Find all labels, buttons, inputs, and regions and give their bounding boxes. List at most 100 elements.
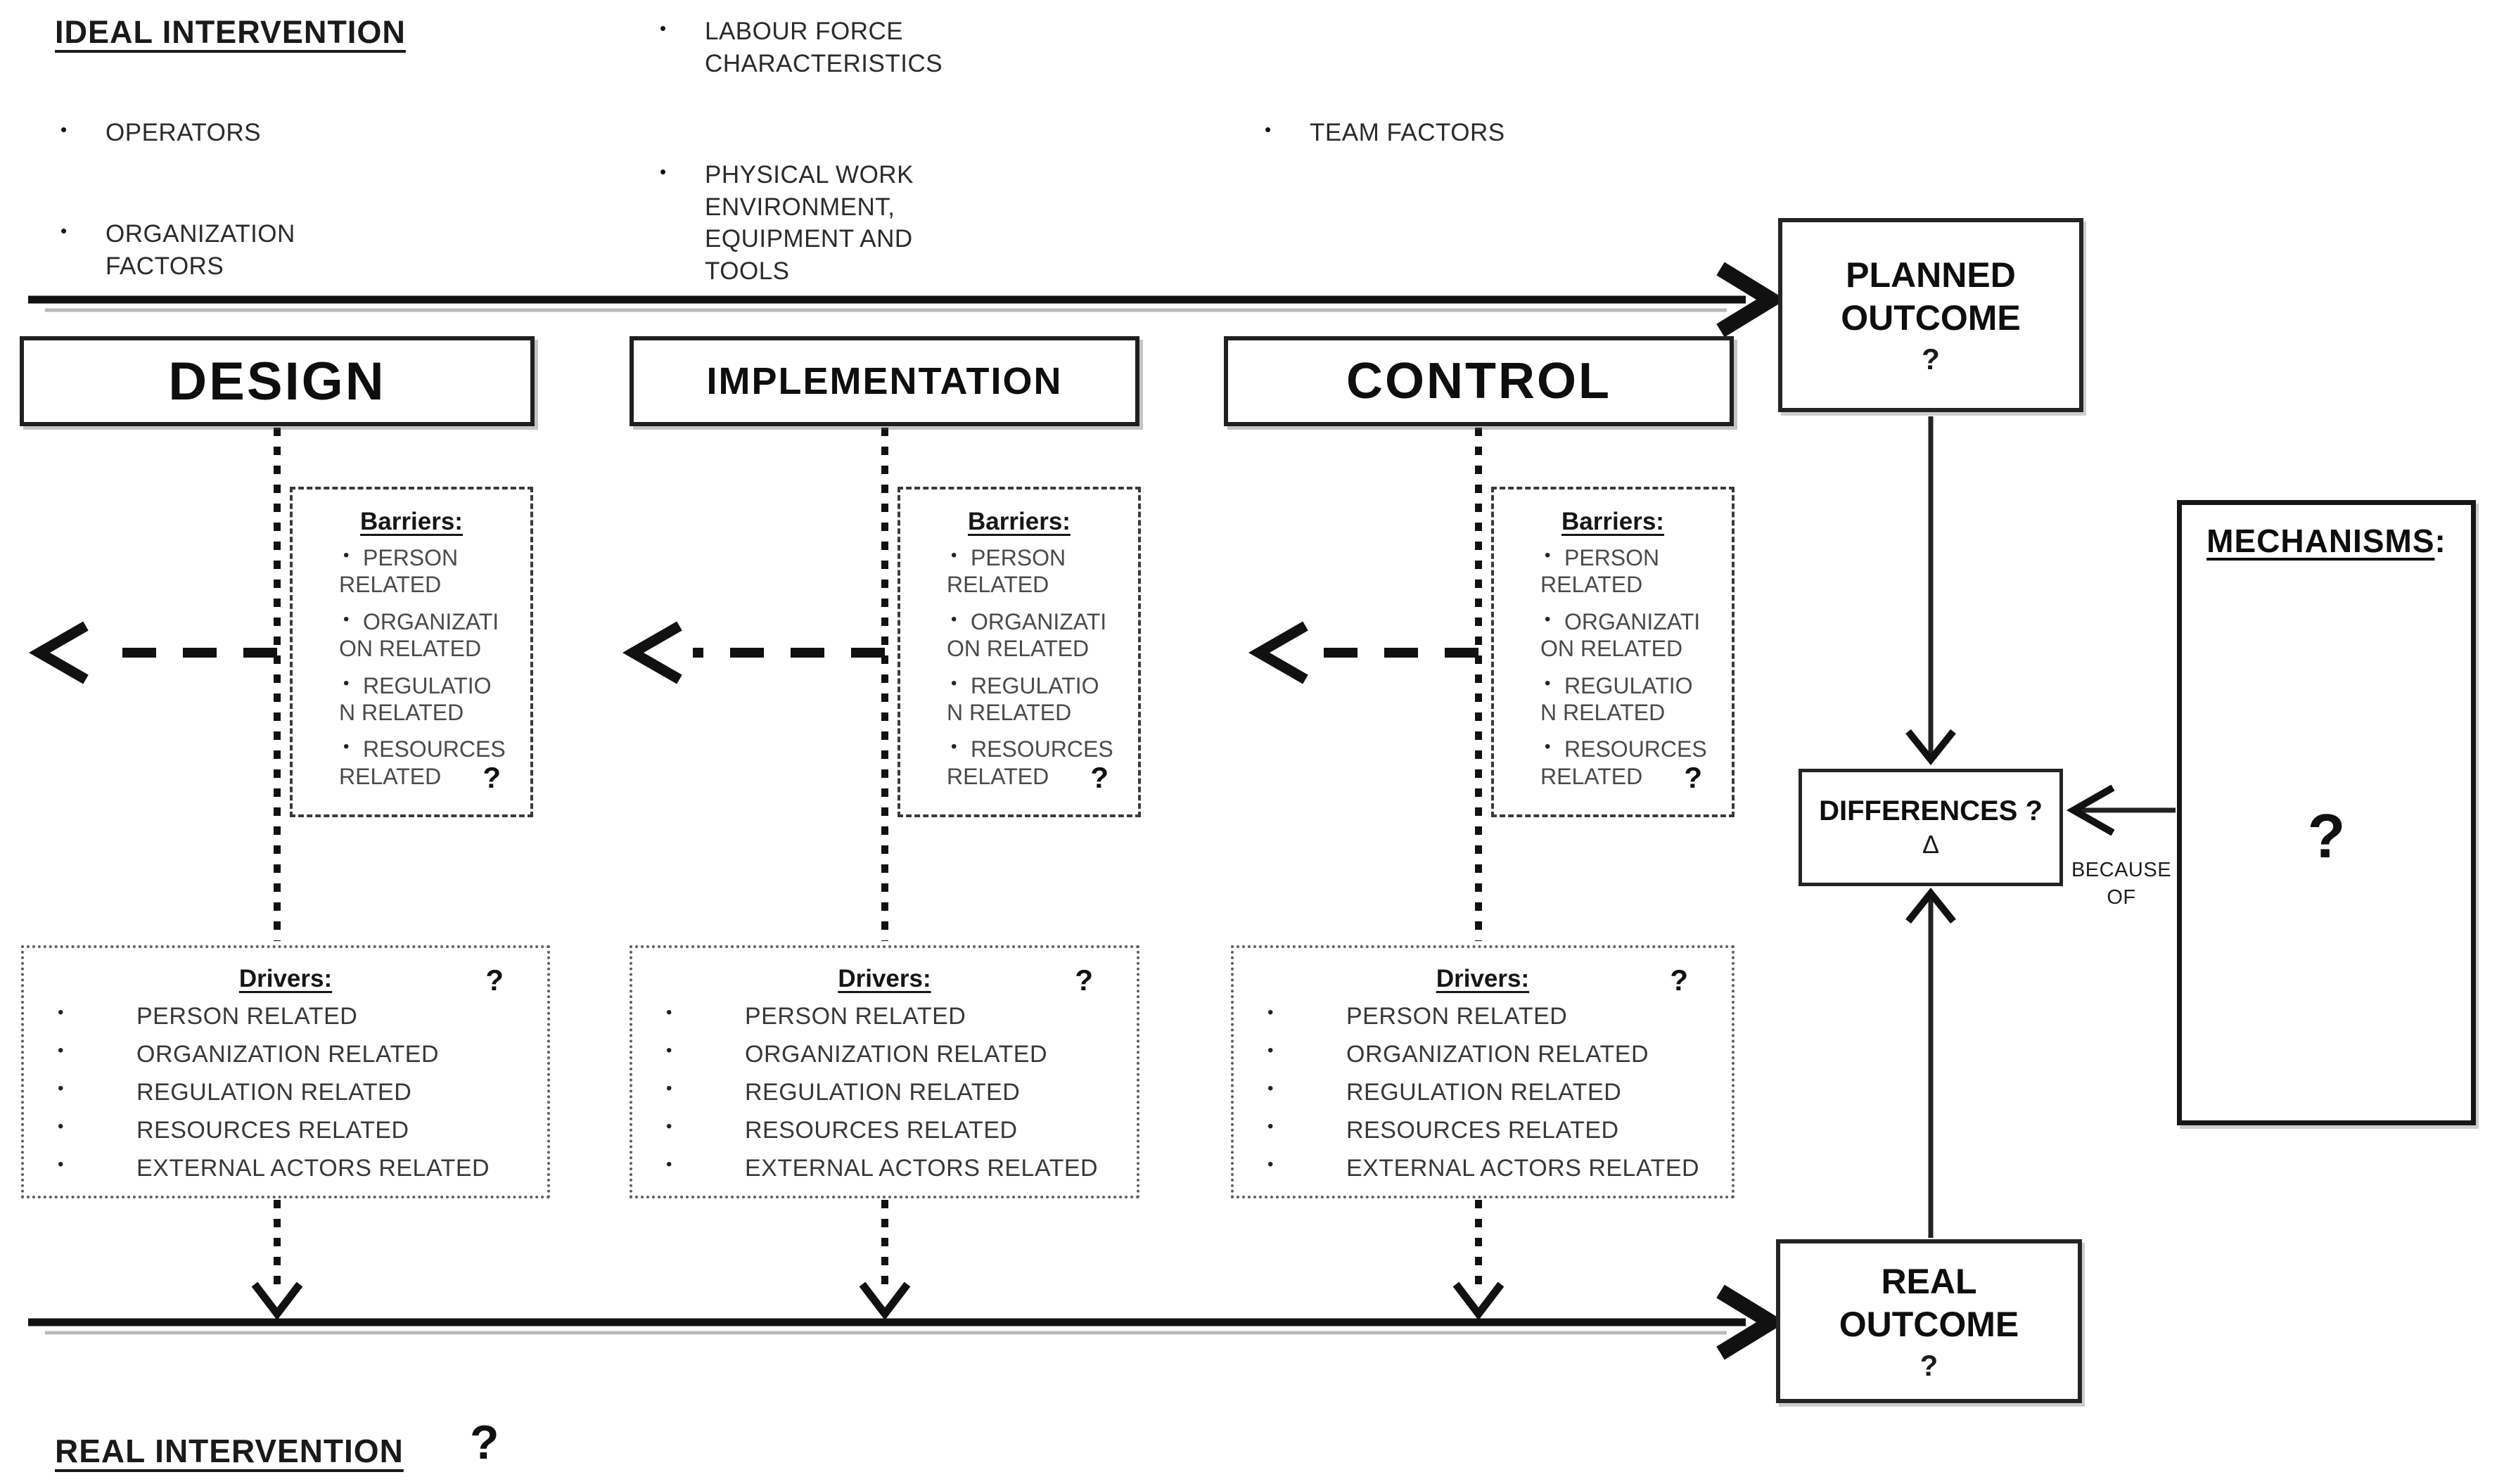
phase-down-arrow-heads — [251, 1281, 1505, 1321]
bullet-icon: • — [1267, 1003, 1274, 1022]
because-of-label: BECAUSE OF — [2071, 859, 2172, 909]
bullet-icon: • — [1545, 546, 1551, 565]
bullet-icon: • — [58, 1079, 64, 1098]
planned-outcome-label: PLANNED OUTCOME — [1841, 255, 2021, 338]
bottom-arrow-head-icon — [1716, 1284, 1787, 1360]
bullet-icon: • — [666, 1079, 672, 1098]
bullet-icon: • — [343, 546, 350, 565]
list-item: •RESOURCES RELATED — [1540, 736, 1727, 790]
list-item: •ORGANIZATION RELATED — [666, 1041, 1048, 1068]
differences-box: DIFFERENCES ? Δ — [1799, 769, 2063, 886]
drivers-box-design: Drivers: ? •PERSON RELATED •ORGANIZATION… — [21, 945, 550, 1198]
phase-label: CONTROL — [1346, 353, 1611, 409]
bullet-icon: • — [666, 1117, 672, 1136]
planned-to-differences-head-icon — [1905, 729, 1956, 766]
drivers-question-mark: ? — [1670, 964, 1688, 997]
bullet-icon: • — [1267, 1117, 1274, 1136]
list-item: •REGULATIO N RELATED — [339, 672, 526, 727]
bullet-icon: • — [58, 1003, 64, 1022]
barriers-box-design: Barriers: •PERSON RELATED •ORGANIZATI ON… — [290, 487, 533, 817]
bullet-icon: • — [666, 1041, 672, 1060]
bullet-icon: • — [1267, 1155, 1274, 1174]
bullet-icon: • — [666, 1003, 672, 1022]
factor-text: OPERATORS — [106, 119, 262, 146]
factor-team-factors: • TEAM FACTORS — [1265, 117, 1505, 149]
list-item: •PERSON RELATED — [1267, 1003, 1568, 1030]
bullet-icon: • — [1545, 609, 1551, 629]
factor-text: TEAM FACTORS — [1310, 119, 1505, 146]
list-item: •EXTERNAL ACTORS RELATED — [1267, 1155, 1700, 1182]
mechanisms-colon: : — [2434, 523, 2446, 559]
mechanisms-title: MECHANISMS: — [2206, 523, 2446, 559]
bullet-icon: • — [666, 1155, 672, 1174]
real-intervention-question-mark: ? — [470, 1416, 499, 1469]
barriers-box-implementation: Barriers: •PERSON RELATED •ORGANIZATI ON… — [898, 487, 1141, 817]
real-intervention-label: REAL INTERVENTION — [55, 1433, 404, 1469]
barriers-list: •PERSON RELATED •ORGANIZATI ON RELATED •… — [900, 544, 1138, 790]
phase-label: IMPLEMENTATION — [706, 360, 1063, 402]
drivers-list: •PERSON RELATED •ORGANIZATION RELATED •R… — [632, 1003, 1137, 1182]
list-item: •REGULATION RELATED — [1267, 1079, 1622, 1106]
drivers-title: Drivers: — [238, 965, 333, 992]
mechanisms-box: MECHANISMS: ? — [2177, 500, 2476, 1125]
phase-label: DESIGN — [168, 351, 386, 411]
planned-outcome-box: PLANNED OUTCOME ? — [1778, 218, 2083, 412]
barriers-list: •PERSON RELATED •ORGANIZATI ON RELATED •… — [293, 544, 530, 790]
drivers-title: Drivers: — [1436, 965, 1530, 992]
list-item: •ORGANIZATION RELATED — [1267, 1041, 1649, 1068]
factor-text: LABOUR FORCE CHARACTERISTICS — [705, 18, 943, 77]
bullet-icon: • — [660, 161, 667, 182]
bullet-icon: • — [660, 18, 667, 39]
barriers-question-mark: ? — [1090, 761, 1109, 794]
planned-outcome-question-mark: ? — [1922, 343, 1940, 376]
real-to-differences-head-icon — [1905, 887, 1956, 924]
barriers-title: Barriers: — [360, 508, 463, 535]
barriers-box-control: Barriers: •PERSON RELATED •ORGANIZATI ON… — [1491, 487, 1735, 817]
drivers-box-control: Drivers: ? •PERSON RELATED •ORGANIZATION… — [1231, 945, 1735, 1198]
differences-label: DIFFERENCES ? — [1819, 795, 2043, 826]
real-outcome-label: REAL OUTCOME — [1839, 1261, 2019, 1344]
bullet-icon: • — [951, 673, 957, 693]
bullet-icon: • — [343, 609, 350, 629]
drivers-box-implementation: Drivers: ? •PERSON RELATED •ORGANIZATION… — [630, 945, 1139, 1198]
bullet-icon: • — [951, 737, 957, 757]
list-item: •PERSON RELATED — [947, 544, 1134, 599]
factor-text: PHYSICAL WORK ENVIRONMENT, EQUIPMENT AND… — [705, 161, 914, 285]
list-item: •REGULATION RELATED — [58, 1079, 412, 1106]
bullet-icon: • — [1265, 119, 1272, 140]
list-item: •REGULATIO N RELATED — [1540, 672, 1727, 727]
bullet-icon: • — [1267, 1079, 1274, 1098]
mechanisms-question-mark: ? — [2307, 801, 2346, 871]
bullet-icon: • — [343, 673, 350, 693]
phase-box-design: DESIGN — [20, 336, 535, 426]
factor-text: ORGANIZATION FACTORS — [106, 220, 295, 280]
delta-icon: Δ — [1922, 830, 1940, 859]
drivers-question-mark: ? — [485, 964, 504, 997]
list-item: •PERSON RELATED — [1540, 544, 1727, 599]
bullet-icon: • — [1545, 673, 1551, 693]
list-item: •RESOURCES RELATED — [58, 1117, 409, 1144]
list-item: •EXTERNAL ACTORS RELATED — [666, 1155, 1099, 1182]
list-item: •EXTERNAL ACTORS RELATED — [58, 1155, 490, 1182]
real-outcome-question-mark: ? — [1919, 1348, 1938, 1382]
factor-physical-work: • PHYSICAL WORK ENVIRONMENT, EQUIPMENT A… — [660, 159, 914, 287]
barriers-question-mark: ? — [483, 761, 501, 794]
drivers-title: Drivers: — [838, 965, 931, 992]
list-item: •ORGANIZATI ON RELATED — [1540, 608, 1727, 663]
bullet-icon: • — [1545, 737, 1551, 757]
barriers-question-mark: ? — [1684, 761, 1702, 794]
list-item: •ORGANIZATION RELATED — [58, 1041, 440, 1068]
phase-box-implementation: IMPLEMENTATION — [630, 336, 1139, 426]
list-item: •PERSON RELATED — [58, 1003, 358, 1030]
bullet-icon: • — [60, 119, 68, 140]
barriers-title: Barriers: — [1561, 508, 1664, 535]
bullet-icon: • — [58, 1155, 64, 1174]
list-item: •REGULATION RELATED — [666, 1079, 1021, 1106]
real-outcome-box: REAL OUTCOME ? — [1776, 1239, 2082, 1403]
list-item: •ORGANIZATI ON RELATED — [947, 608, 1134, 663]
top-arrow-head-icon — [1716, 262, 1787, 338]
ideal-intervention-label: IDEAL INTERVENTION — [55, 14, 406, 50]
bullet-icon: • — [58, 1117, 64, 1136]
mechanisms-to-differences-head-icon — [2066, 784, 2115, 836]
